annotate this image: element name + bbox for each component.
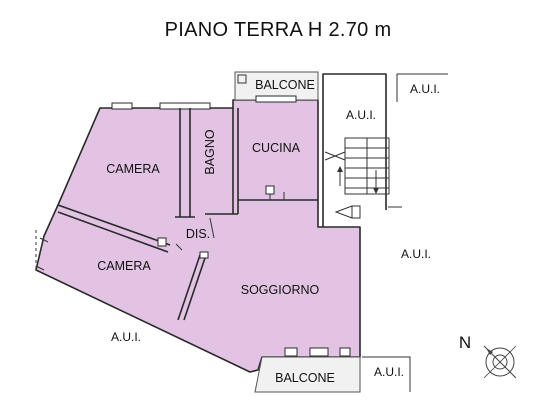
stairwell	[322, 73, 402, 227]
room-bagno-label: BAGNO	[203, 129, 217, 174]
balcony-bottom	[254, 356, 361, 393]
aui-right-label: A.U.I.	[401, 247, 431, 261]
balcony-top	[234, 71, 319, 101]
room-camera-bottom-label: CAMERA	[97, 259, 151, 273]
aui-stair-label: A.U.I.	[346, 108, 376, 122]
aui-bottom-left-label: A.U.I.	[111, 330, 141, 344]
north-label: N	[459, 333, 471, 352]
aui-top-right-label: A.U.I.	[410, 82, 440, 96]
aui-bottom-right-label: A.U.I.	[374, 365, 404, 379]
balcony-top-marker	[237, 74, 247, 84]
aui-top-right-box	[396, 73, 448, 102]
aui-bottom-right-box	[362, 356, 411, 392]
balcony-bottom-label: BALCONE	[275, 371, 335, 385]
interior-walls	[35, 95, 318, 321]
room-cucina-label: CUCINA	[252, 141, 301, 155]
balcony-top-label: BALCONE	[255, 78, 315, 92]
compass-icon	[483, 345, 517, 379]
room-camera-top-label: CAMERA	[106, 162, 160, 176]
room-soggiorno-label: SOGGIORNO	[241, 283, 320, 297]
plan-title: PIANO TERRA H 2.70 m	[165, 19, 392, 41]
room-dis-label: DIS.	[186, 227, 210, 241]
